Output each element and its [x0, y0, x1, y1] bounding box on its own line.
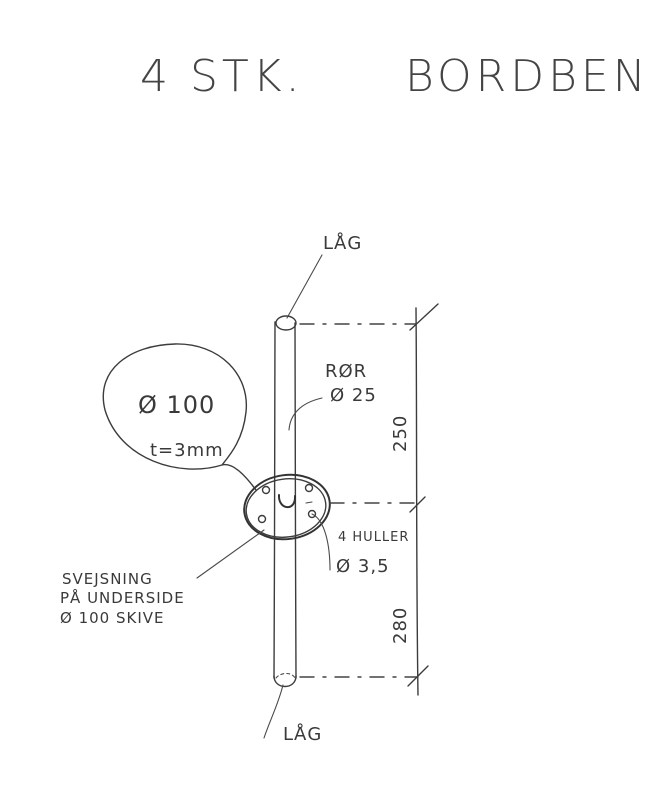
top-cap-label: LÅG	[323, 233, 363, 254]
holes-count-label: 4 HULLER	[338, 530, 410, 545]
disc-callout-bubble	[102, 343, 257, 491]
bottom-cap-label: LÅG	[283, 724, 323, 745]
tube-material-label: RØR	[325, 361, 368, 382]
leader-lines	[196, 254, 331, 739]
weld-note-line3: Ø 100 SKIVE	[60, 609, 165, 627]
tube	[273, 315, 297, 688]
disc-diameter-label: Ø 100	[138, 391, 216, 419]
dimension-upper-label: 250	[390, 414, 411, 452]
holes-diameter-label: Ø 3,5	[336, 556, 390, 577]
weld-note-line2: PÅ UNDERSIDE	[60, 589, 185, 607]
disc-thickness-label: t=3mm	[150, 440, 224, 461]
dimension-lines	[299, 303, 439, 696]
quantity-label: 4 STK.	[140, 51, 304, 102]
part-name-label: BORDBEN	[405, 51, 650, 102]
tube-diameter-label: Ø 25	[330, 385, 377, 406]
weld-note-line1: SVEJSNING	[62, 570, 153, 588]
disc-plate	[243, 473, 331, 541]
dimension-lower-label: 280	[390, 606, 411, 644]
